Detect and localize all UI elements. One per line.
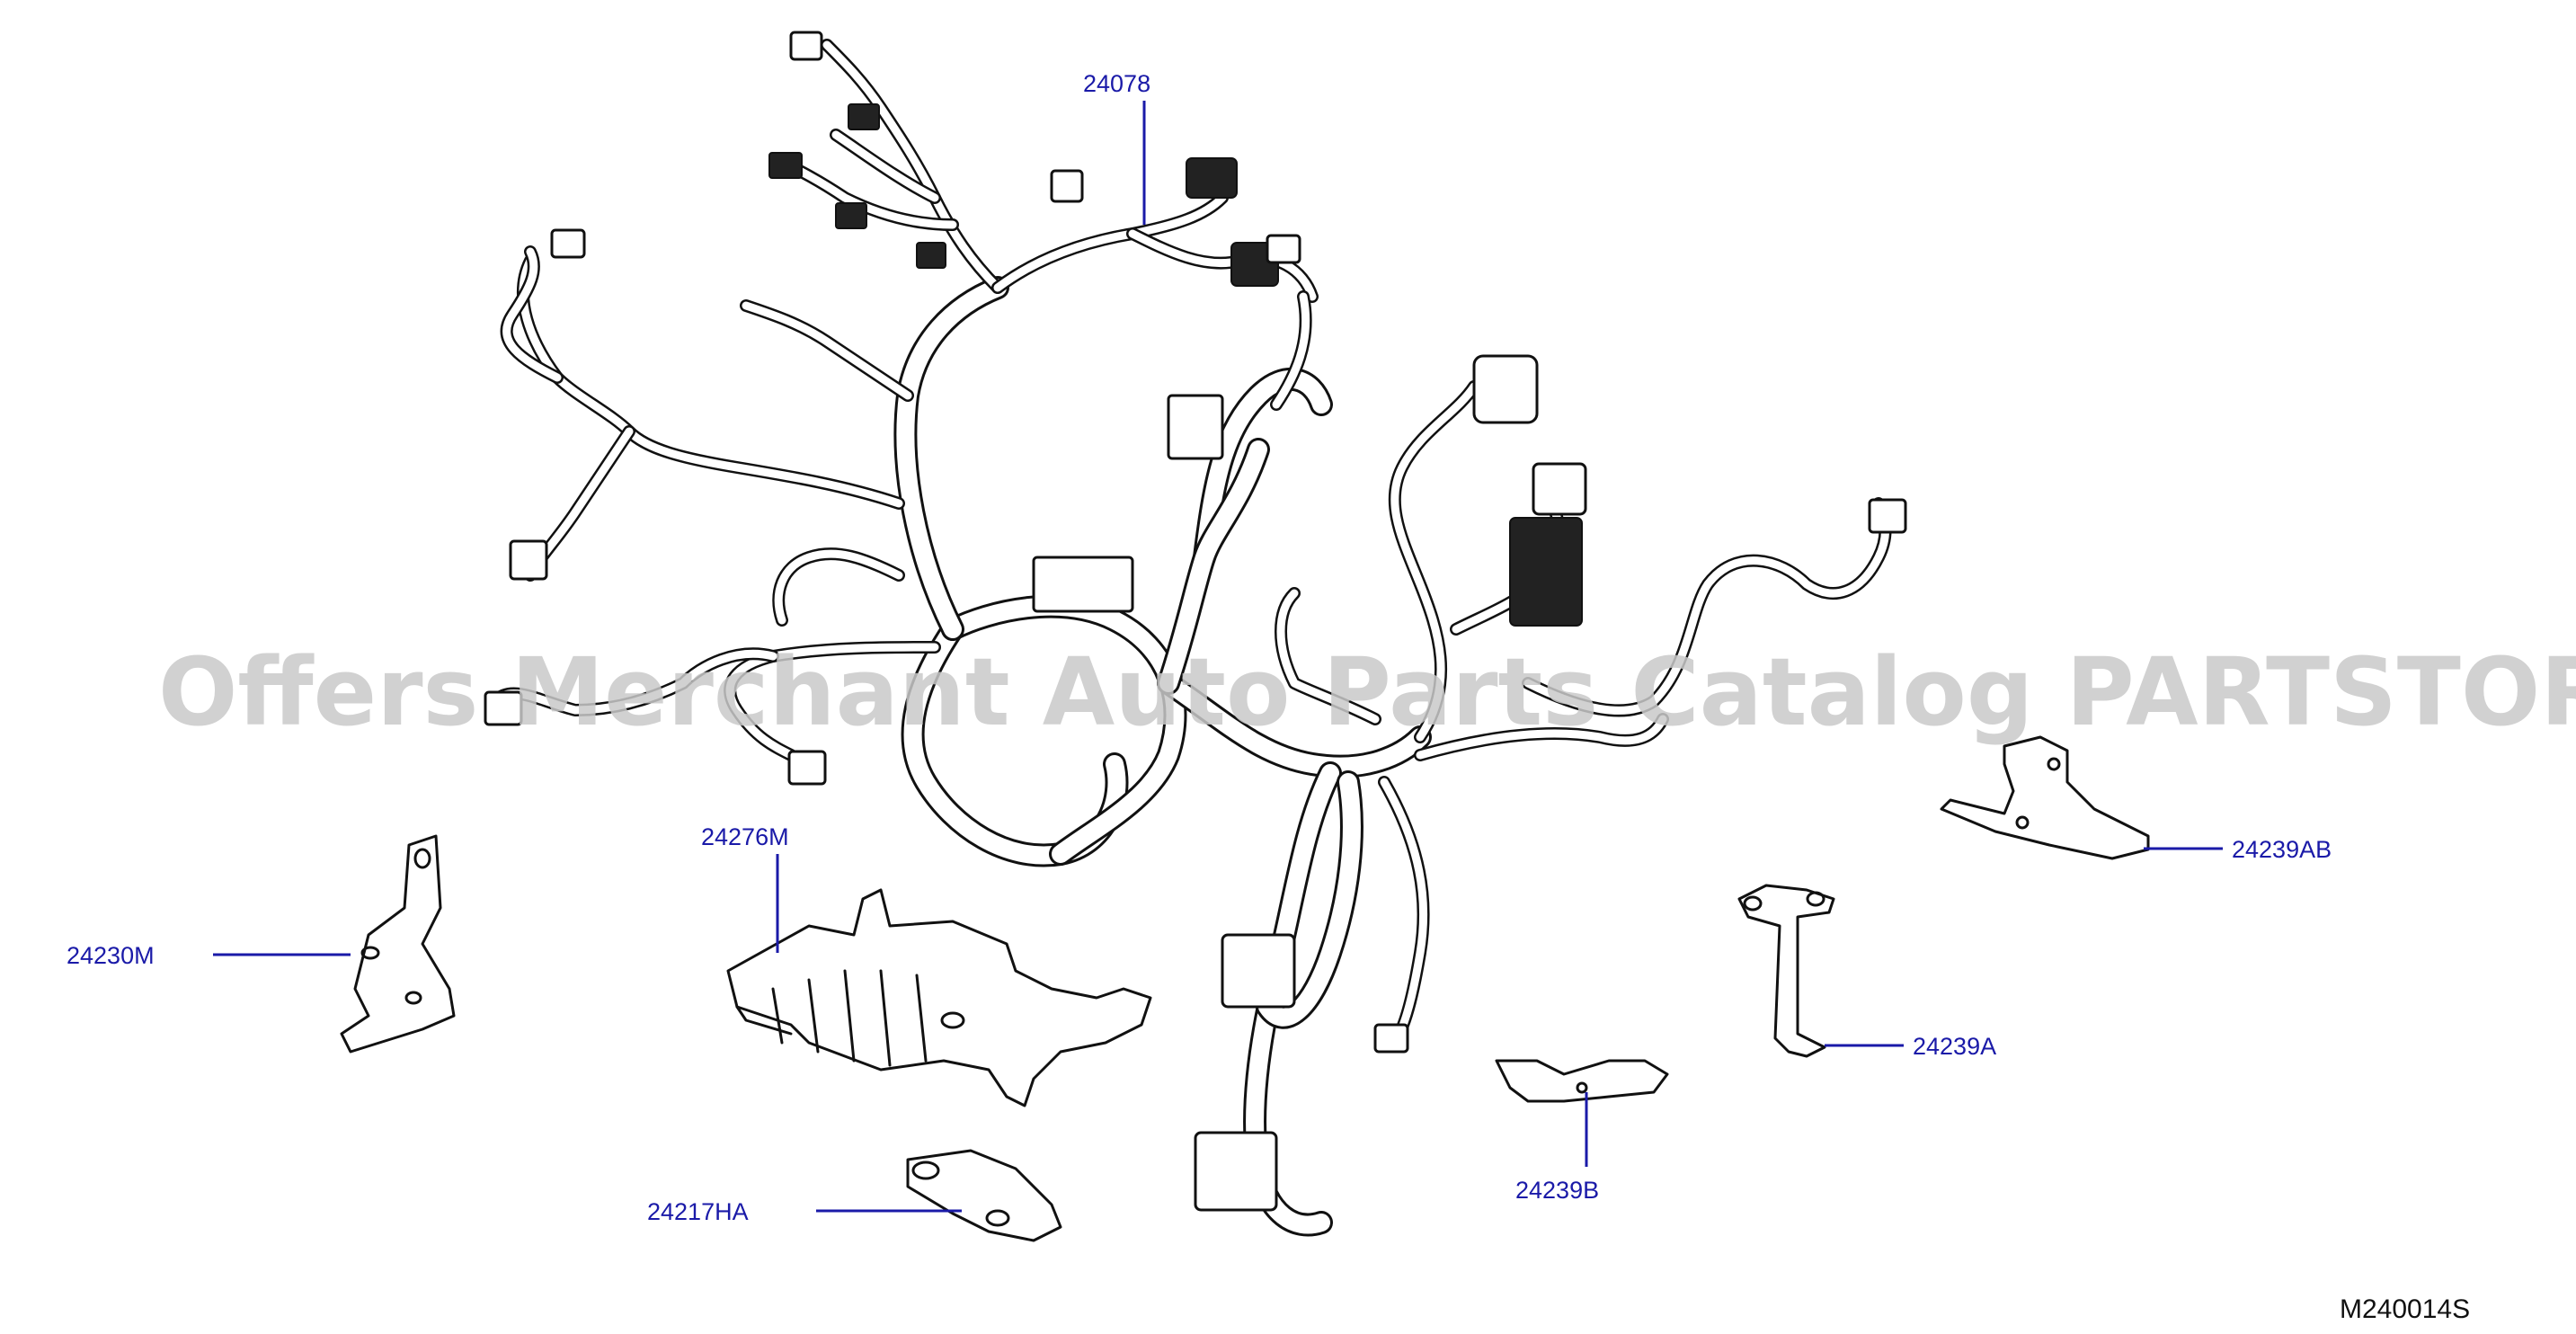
callout-label: 24276M xyxy=(701,823,789,850)
callout-label: 24078 xyxy=(1083,70,1150,97)
callout-label: 24230M xyxy=(67,942,155,969)
callout-24230M[interactable]: 24230M xyxy=(67,942,351,969)
bracket-24230M[interactable] xyxy=(340,834,456,1054)
callout-24239B[interactable]: 24239B xyxy=(1515,1092,1599,1204)
callout-label: 24217HA xyxy=(647,1198,749,1225)
callout-24078[interactable]: 24078 xyxy=(1083,70,1150,225)
bracket-24239A[interactable] xyxy=(1737,884,1835,1058)
watermark: Offers Merchant Auto Parts Catalog PARTS… xyxy=(158,637,2576,747)
callout-label: 24239AB xyxy=(2232,836,2332,863)
callout-24239AB[interactable]: 24239AB xyxy=(2144,836,2332,863)
callout-label: 24239B xyxy=(1515,1177,1599,1204)
callout-label: 24239A xyxy=(1913,1033,1996,1060)
diagram-code: M240014S xyxy=(2340,1294,2470,1324)
bracket-24239AB[interactable] xyxy=(1940,735,2150,860)
main-harness-24078[interactable] xyxy=(484,31,1907,1237)
callout-24239A[interactable]: 24239A xyxy=(1825,1033,1996,1060)
callout-24276M[interactable]: 24276M xyxy=(701,823,789,953)
bracket-24217HA[interactable] xyxy=(906,1149,1062,1242)
cover-24276M[interactable] xyxy=(726,888,1152,1107)
bracket-24239B[interactable] xyxy=(1495,1059,1669,1103)
callout-24217HA[interactable]: 24217HA xyxy=(647,1198,962,1225)
